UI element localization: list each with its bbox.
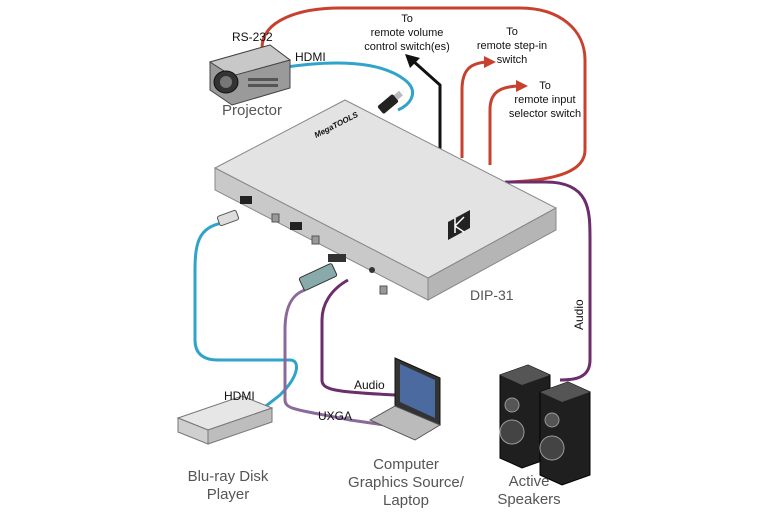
rs232-cable — [260, 6, 587, 184]
mode-button[interactable] — [379, 285, 388, 295]
to-step-in-line-2: remote step-in — [477, 40, 547, 52]
projector-icon — [208, 44, 292, 106]
speakers-icon — [499, 364, 591, 486]
laptop-icon — [368, 357, 442, 441]
laptop-label-line-1: Computer — [373, 456, 439, 473]
speakers-label-line-2: Speakers — [497, 491, 560, 508]
bluray-label-line-1: Blu-ray Disk — [188, 468, 269, 485]
hdmi-plug-icon — [216, 209, 240, 227]
hdmi-out-port[interactable] — [290, 222, 302, 230]
speakers-label-line-1: Active — [509, 473, 550, 490]
to-step-in-line-3: switch — [497, 54, 528, 66]
dip31-device — [213, 99, 558, 301]
rs232-label: RS-232 — [232, 30, 273, 44]
hdmi-connector-icon — [377, 90, 403, 114]
to-volume-line-1: To — [401, 13, 413, 25]
audio-in-port[interactable] — [369, 267, 375, 273]
volume-arrow-head — [405, 54, 420, 68]
projector-label: Projector — [222, 102, 282, 119]
hdmi-projector-cable — [279, 61, 415, 112]
to-input-selector-line-3: selector switch — [509, 108, 581, 120]
step-button[interactable] — [311, 235, 320, 245]
audio-speakers-label: Audio — [572, 299, 586, 330]
hdmi-bluray-label: HDMI — [224, 389, 255, 403]
to-volume-line-2: remote volume — [371, 27, 444, 39]
device-model-label: DIP-31 — [470, 287, 514, 303]
vga-connector-icon — [298, 263, 338, 291]
uxga-cable — [283, 288, 386, 427]
input-selector-arrow-head — [516, 80, 528, 92]
bluray-label-line-2: Player — [207, 486, 250, 503]
audio-laptop-cable — [320, 278, 396, 397]
to-input-selector-line-2: remote input — [514, 94, 575, 106]
pc-in-port[interactable] — [328, 254, 346, 262]
to-volume-line-3: control switch(es) — [364, 41, 450, 53]
uxga-label: UXGA — [318, 409, 352, 423]
laptop-label-line-2: Graphics Source/ — [348, 474, 465, 491]
step-in-cable — [460, 60, 491, 158]
hdmi-in-port[interactable] — [240, 196, 252, 204]
select-button[interactable] — [271, 213, 280, 223]
volume-control-cable — [411, 58, 442, 152]
hdmi-projector-label: HDMI — [295, 50, 326, 64]
input-selector-cable — [488, 84, 523, 165]
audio-speakers-cable — [505, 180, 592, 382]
hdmi-bluray-cable — [193, 220, 299, 422]
step-in-arrow-head — [484, 56, 496, 68]
to-step-in-line-1: To — [506, 26, 518, 38]
bluray-player-icon — [176, 395, 274, 445]
audio-laptop-label: Audio — [354, 378, 385, 392]
laptop-label-line-3: Laptop — [383, 492, 429, 509]
to-input-selector-line-1: To — [539, 80, 551, 92]
kramer-logo-icon — [448, 210, 470, 240]
